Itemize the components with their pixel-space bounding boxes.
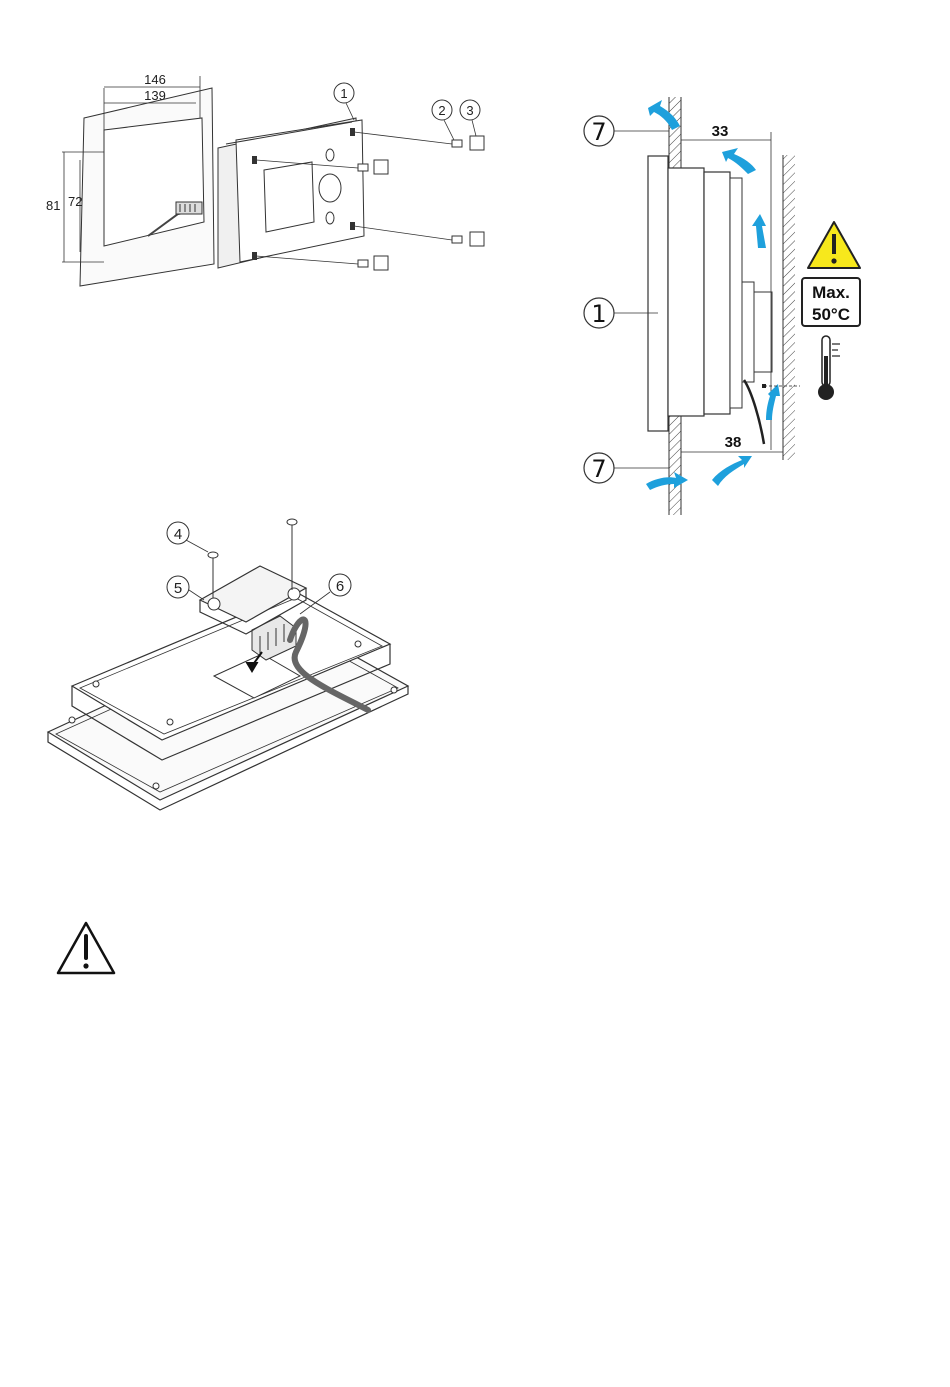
figure-cutout-exploded: 146 139 81 72 bbox=[46, 72, 484, 286]
temperature-label-line1: Max. bbox=[812, 283, 850, 302]
screw-icon bbox=[358, 260, 368, 267]
figure-rear-connector: 4 5 6 bbox=[48, 519, 408, 810]
display-window bbox=[264, 162, 314, 232]
clamp-icon bbox=[374, 256, 388, 270]
warning-triangle-icon bbox=[58, 923, 114, 973]
callout-1-device: 1 bbox=[584, 298, 658, 328]
airflow-arrow-icon bbox=[722, 148, 756, 174]
svg-text:5: 5 bbox=[174, 580, 182, 597]
airflow-arrow-icon bbox=[766, 384, 780, 420]
clearance-bottom-value: 38 bbox=[725, 434, 742, 451]
wall-panel bbox=[80, 88, 214, 286]
warning-icon bbox=[808, 222, 860, 268]
airflow-arrow-icon bbox=[752, 214, 766, 248]
svg-text:2: 2 bbox=[438, 103, 445, 118]
figure-ventilation-side-view: 33 38 7 1 7 bbox=[584, 97, 860, 515]
temperature-label-line2: 50°C bbox=[812, 305, 850, 324]
callout-1: 1 bbox=[334, 83, 354, 120]
callout-7-top: 7 bbox=[584, 116, 669, 146]
airflow-arrow-icon bbox=[712, 456, 752, 486]
svg-text:3: 3 bbox=[466, 103, 473, 118]
dimension-width-outer: 146 bbox=[144, 72, 166, 87]
device-front-frame bbox=[218, 118, 364, 268]
callout-5: 5 bbox=[167, 576, 204, 600]
svg-text:6: 6 bbox=[336, 578, 344, 595]
callout-2: 2 bbox=[432, 100, 454, 140]
screw-icon bbox=[452, 140, 462, 147]
dimension-width-inner: 139 bbox=[144, 88, 166, 103]
clamp-icon bbox=[470, 232, 484, 246]
callout-7-bottom: 7 bbox=[584, 453, 669, 483]
svg-text:1: 1 bbox=[340, 86, 347, 101]
back-wall bbox=[783, 155, 795, 460]
dimension-height-inner: 72 bbox=[68, 194, 82, 209]
callout-3: 3 bbox=[460, 100, 480, 136]
svg-text:4: 4 bbox=[174, 526, 182, 543]
device-side-body bbox=[648, 156, 772, 431]
temperature-limit-label: Max. 50°C bbox=[802, 278, 860, 326]
clamp-icon bbox=[374, 160, 388, 174]
dimension-height-outer: 81 bbox=[46, 198, 60, 213]
callout-4: 4 bbox=[167, 522, 208, 552]
clearance-bottom: 38 bbox=[681, 434, 783, 452]
screw-icon bbox=[452, 236, 462, 243]
cable bbox=[744, 380, 764, 444]
screw-icon bbox=[358, 164, 368, 171]
svg-text:1: 1 bbox=[591, 300, 606, 328]
clearance-top-value: 33 bbox=[712, 123, 729, 140]
knob bbox=[319, 174, 341, 202]
svg-text:7: 7 bbox=[591, 118, 606, 146]
airflow-arrow-icon bbox=[646, 472, 688, 490]
svg-text:7: 7 bbox=[591, 455, 606, 483]
clamp-icon bbox=[470, 136, 484, 150]
